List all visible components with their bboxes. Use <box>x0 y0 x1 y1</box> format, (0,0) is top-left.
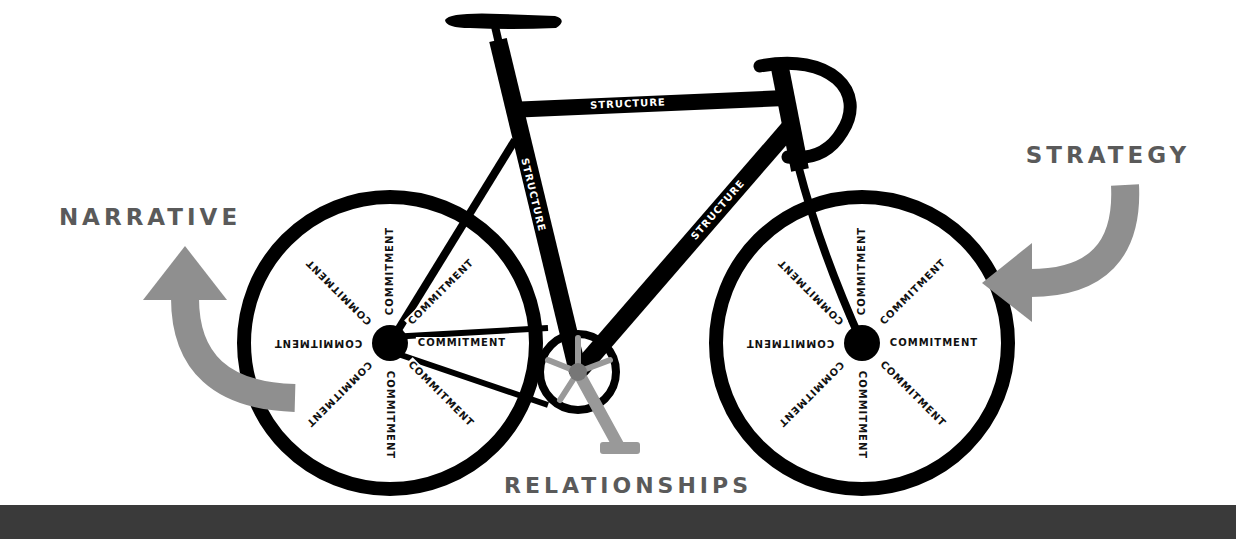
crank-arm <box>578 372 618 445</box>
frame-label: STRUCTURE <box>518 155 548 235</box>
spoke-label: COMMITMENT <box>416 337 508 349</box>
spoke-label: COMMITMENT <box>744 337 836 349</box>
seat-tube <box>498 40 578 372</box>
spoke-label: COMMITMENT <box>384 225 396 317</box>
spoke-label: COMMITMENT <box>272 337 364 349</box>
front-wheel <box>716 197 1008 489</box>
spoke-label: COMMITMENT <box>302 255 376 329</box>
spoke-label: COMMITMENT <box>384 369 396 461</box>
spoke-label: COMMITMENT <box>774 255 848 329</box>
concept-label: RELATIONSHIPS <box>500 474 756 498</box>
saddle <box>445 14 562 29</box>
bottom-bracket <box>569 363 587 381</box>
spoke-label: COMMITMENT <box>876 357 950 431</box>
front-hub <box>844 325 880 361</box>
chain-upper <box>390 328 548 337</box>
strategy-arrowhead <box>982 243 1032 322</box>
narrative-arrowhead <box>143 246 227 300</box>
crank-spider <box>548 338 610 400</box>
pedal <box>600 442 640 454</box>
rear-wheel <box>244 197 536 489</box>
frame-label: STRUCTURE <box>588 96 668 111</box>
spoke-label: COMMITMENT <box>774 357 848 431</box>
spoke-label: COMMITMENT <box>404 255 478 329</box>
strategy-arrow <box>1030 185 1125 283</box>
spoke-label: COMMITMENT <box>856 369 868 461</box>
spoke-label: COMMITMENT <box>888 337 980 349</box>
spoke-label: COMMITMENT <box>876 255 950 329</box>
ground-bar <box>0 505 1236 539</box>
seat-stay <box>390 140 515 343</box>
spoke-label: COMMITMENT <box>856 225 868 317</box>
rear-hub <box>372 325 408 361</box>
frame-label: STRUCTURE <box>687 176 748 244</box>
chainring <box>540 334 616 410</box>
down-tube <box>578 125 792 372</box>
concept-label: NARRATIVE <box>59 206 241 229</box>
spoke-label: COMMITMENT <box>404 357 478 431</box>
concept-label: STRATEGY <box>1026 144 1190 167</box>
spoke-label: COMMITMENT <box>302 357 376 431</box>
handlebar <box>760 63 850 157</box>
